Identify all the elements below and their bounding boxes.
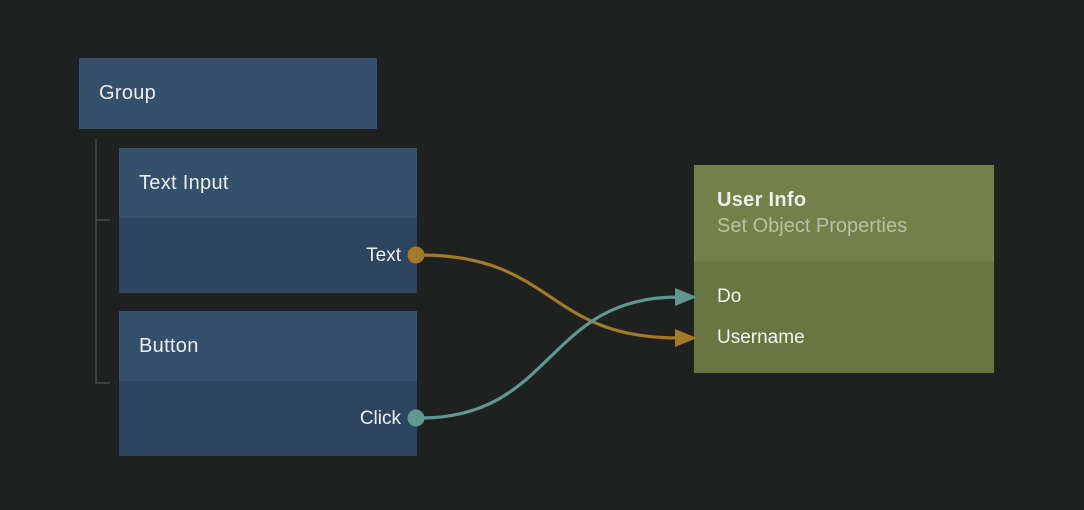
node-user-info[interactable]: User Info Set Object Properties Do Usern… [694,165,994,373]
node-user-info-subtitle: Set Object Properties [717,215,908,237]
node-group[interactable]: Group [79,58,377,129]
node-text-input[interactable]: Text Input Text [119,148,417,293]
node-text-input-title: Text Input [139,171,229,194]
node-user-info-body: Do Username [694,262,994,373]
output-port-text-label: Text [366,244,401,266]
wire-click-to-do[interactable] [419,295,679,420]
node-user-info-title: User Info [717,189,807,211]
wire-text-to-username[interactable] [419,253,679,340]
input-port-do-label: Do [717,285,742,307]
group-children-bracket [95,139,110,384]
node-button-header: Button [119,311,417,381]
output-port-text[interactable]: Text [119,218,417,293]
node-button-body: Click [119,381,417,456]
output-port-click-label: Click [359,407,401,429]
input-port-username-label: Username [717,326,805,348]
node-text-input-body: Text [119,218,417,293]
node-group-header: Group [79,58,377,129]
node-button-title: Button [139,334,199,357]
node-group-title: Group [99,82,157,104]
node-user-info-header: User Info Set Object Properties [694,165,994,262]
node-button[interactable]: Button Click [119,311,417,456]
node-text-input-header: Text Input [119,148,417,218]
input-port-username[interactable]: Username [694,317,994,358]
output-port-click[interactable]: Click [119,381,417,456]
input-port-do[interactable]: Do [694,276,994,317]
